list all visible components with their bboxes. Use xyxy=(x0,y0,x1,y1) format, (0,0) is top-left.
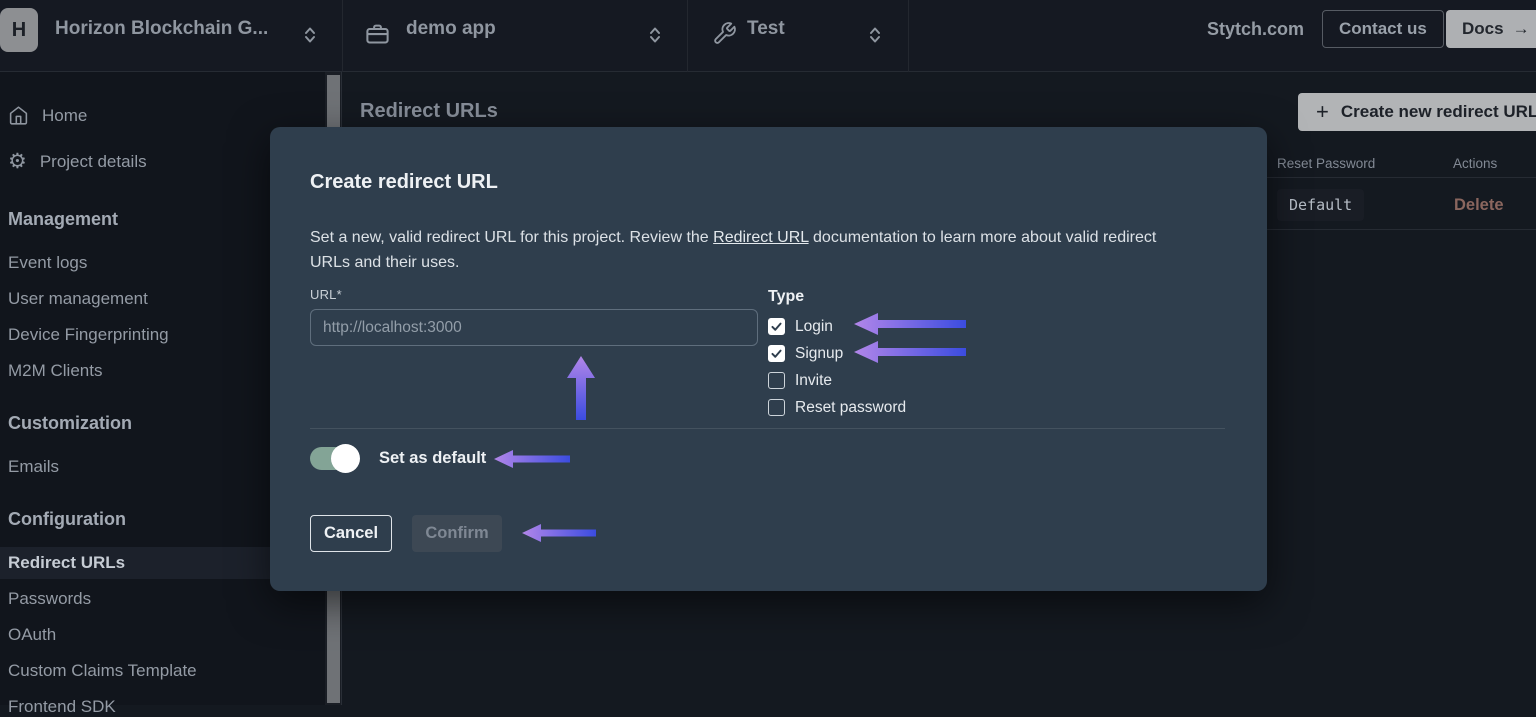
sidebar-item-label: Passwords xyxy=(8,589,92,608)
sidebar-section-management: Management xyxy=(8,209,119,229)
wrench-icon xyxy=(714,22,736,44)
page-title: Redirect URLs xyxy=(360,100,498,122)
sidebar-item-label: Frontend SDK xyxy=(8,697,116,716)
redirect-url-doc-link[interactable]: Redirect URL xyxy=(713,229,809,246)
sidebar-item-label: Event logs xyxy=(8,253,88,272)
checkbox-reset-password[interactable]: Reset password xyxy=(768,394,906,421)
url-field-label: URL* xyxy=(310,287,342,302)
sidebar-item-label: OAuth xyxy=(8,625,57,644)
sidebar-item-label: User management xyxy=(8,289,148,308)
checkbox-signup[interactable]: Signup xyxy=(768,340,906,367)
type-label: Type xyxy=(768,288,805,305)
app-selector-label[interactable]: demo app xyxy=(406,18,496,39)
description-text: Set a new, valid redirect URL for this p… xyxy=(310,229,714,246)
default-badge: Default xyxy=(1277,189,1365,221)
modal-description: Set a new, valid redirect URL for this p… xyxy=(310,225,1190,275)
checkbox-checked-icon[interactable] xyxy=(768,345,785,362)
sidebar-item-label: Home xyxy=(42,105,88,125)
topbar-divider xyxy=(687,0,688,72)
checkbox-unchecked-icon[interactable] xyxy=(768,399,785,416)
chevron-updown-icon[interactable] xyxy=(648,26,662,44)
sidebar-item-passwords[interactable]: Passwords xyxy=(0,589,325,609)
sidebar-item-label: Project details xyxy=(39,151,147,171)
env-selector-label[interactable]: Test xyxy=(747,18,785,39)
checkbox-label: Invite xyxy=(795,371,833,389)
sidebar-item-label: Device Fingerprinting xyxy=(8,325,169,344)
default-badge-label: Default xyxy=(1289,196,1353,214)
top-bar: H Horizon Blockchain G... demo app Test … xyxy=(0,0,1536,72)
sidebar-item-emails[interactable]: Emails xyxy=(0,457,325,477)
sidebar-item-m2m-clients[interactable]: M2M Clients xyxy=(0,361,325,381)
description-text: documentation to learn more about valid … xyxy=(310,229,1157,271)
confirm-button[interactable]: Confirm xyxy=(412,515,502,552)
sidebar-item-frontend-sdk[interactable]: Frontend SDK xyxy=(0,697,325,717)
delete-button[interactable]: Delete xyxy=(1454,196,1504,214)
column-header-reset-password: Reset Password xyxy=(1277,156,1376,171)
create-redirect-url-button[interactable]: + Create new redirect URL xyxy=(1298,93,1536,131)
url-input[interactable] xyxy=(310,309,758,346)
sidebar-item-label: Custom Claims Template xyxy=(8,661,197,680)
plus-icon: + xyxy=(1316,99,1329,124)
checkbox-label: Signup xyxy=(795,344,844,362)
set-as-default-toggle[interactable] xyxy=(310,443,360,473)
column-header-actions: Actions xyxy=(1453,156,1498,171)
briefcase-icon xyxy=(366,24,389,44)
docs-label: Docs xyxy=(1462,19,1504,38)
topbar-divider xyxy=(342,0,343,72)
sidebar-item-user-management[interactable]: User management xyxy=(0,289,325,309)
sidebar-item-project-details[interactable]: ⚙ Project details xyxy=(0,151,325,172)
checkbox-login[interactable]: Login xyxy=(768,313,906,340)
contact-us-label: Contact us xyxy=(1339,19,1427,38)
app-logo[interactable]: H xyxy=(0,8,38,52)
checkbox-checked-icon[interactable] xyxy=(768,318,785,335)
sidebar-item-home[interactable]: Home xyxy=(0,105,325,126)
toggle-knob[interactable] xyxy=(331,443,360,473)
sidebar-item-oauth[interactable]: OAuth xyxy=(0,625,325,645)
sidebar-item-label: Redirect URLs xyxy=(8,553,126,572)
sidebar-section-configuration: Configuration xyxy=(8,509,126,529)
contact-us-button[interactable]: Contact us xyxy=(1322,10,1444,48)
modal-divider xyxy=(310,428,1225,429)
set-as-default-label: Set as default xyxy=(379,448,487,467)
topbar-divider xyxy=(908,0,909,72)
logo-letter: H xyxy=(11,18,27,41)
stytch-link[interactable]: Stytch.com xyxy=(1207,19,1305,39)
sidebar-item-label: M2M Clients xyxy=(8,361,103,380)
sidebar-section-customization: Customization xyxy=(8,413,132,433)
sidebar-item-custom-claims-template[interactable]: Custom Claims Template xyxy=(0,661,325,681)
chevron-updown-icon[interactable] xyxy=(303,26,317,44)
arrow-right-icon: → xyxy=(1512,19,1530,38)
gear-icon: ⚙ xyxy=(8,150,27,173)
set-as-default-row: Set as default xyxy=(310,443,486,473)
checkbox-label: Reset password xyxy=(795,398,907,416)
sidebar-item-device-fingerprinting[interactable]: Device Fingerprinting xyxy=(0,325,325,345)
checkbox-unchecked-icon[interactable] xyxy=(768,372,785,389)
home-icon xyxy=(9,106,28,125)
create-redirect-url-modal: Create redirect URL Set a new, valid red… xyxy=(270,127,1267,591)
type-checkbox-group: Login Signup Invite Reset password xyxy=(768,313,906,421)
org-selector-label[interactable]: Horizon Blockchain G... xyxy=(55,18,269,39)
sidebar-item-event-logs[interactable]: Event logs xyxy=(0,253,325,273)
chevron-updown-icon[interactable] xyxy=(868,26,882,44)
create-redirect-url-label: Create new redirect URL xyxy=(1340,102,1536,121)
sidebar-item-label: Emails xyxy=(8,457,60,476)
checkbox-invite[interactable]: Invite xyxy=(768,367,906,394)
modal-title: Create redirect URL xyxy=(310,171,498,193)
docs-button[interactable]: Docs → xyxy=(1446,10,1536,48)
cancel-button[interactable]: Cancel xyxy=(310,515,392,552)
checkbox-label: Login xyxy=(795,317,833,335)
